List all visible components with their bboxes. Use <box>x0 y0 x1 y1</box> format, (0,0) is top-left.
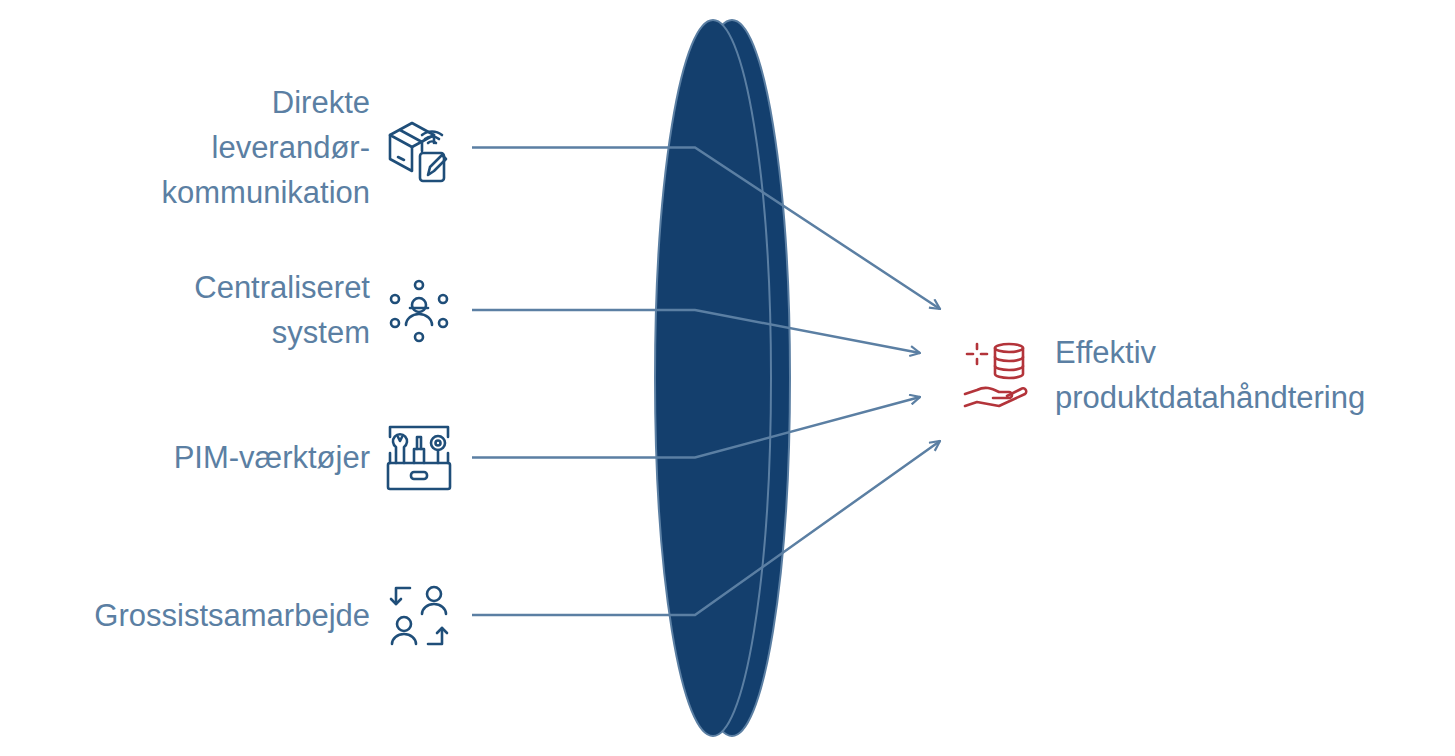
flow-arrow <box>472 397 920 458</box>
input-item: Grossistsamarbejde <box>0 570 462 660</box>
item-label: Grossistsamarbejde <box>94 593 370 638</box>
item-icon <box>384 275 454 345</box>
flow-arrow <box>472 441 940 615</box>
item-label: Direkte leverandør- kommunikation <box>120 80 370 215</box>
item-label: PIM-værktøjer <box>174 435 370 480</box>
item-icon <box>384 423 454 493</box>
result-item: Effektiv produktdatahåndtering <box>955 300 1450 450</box>
lens-face <box>655 20 771 736</box>
item-icon <box>963 340 1033 410</box>
item-label: Centraliseret system <box>155 265 370 355</box>
item-icon <box>384 580 454 650</box>
input-item: Centraliseret system <box>0 255 462 365</box>
flow-arrow <box>472 148 940 310</box>
input-item: PIM-værktøjer <box>0 415 462 500</box>
input-item: Direkte leverandør- kommunikation <box>0 70 462 225</box>
item-label: Effektiv produktdatahåndtering <box>1055 330 1395 420</box>
flow-arrow <box>472 310 920 353</box>
item-icon <box>384 113 454 183</box>
